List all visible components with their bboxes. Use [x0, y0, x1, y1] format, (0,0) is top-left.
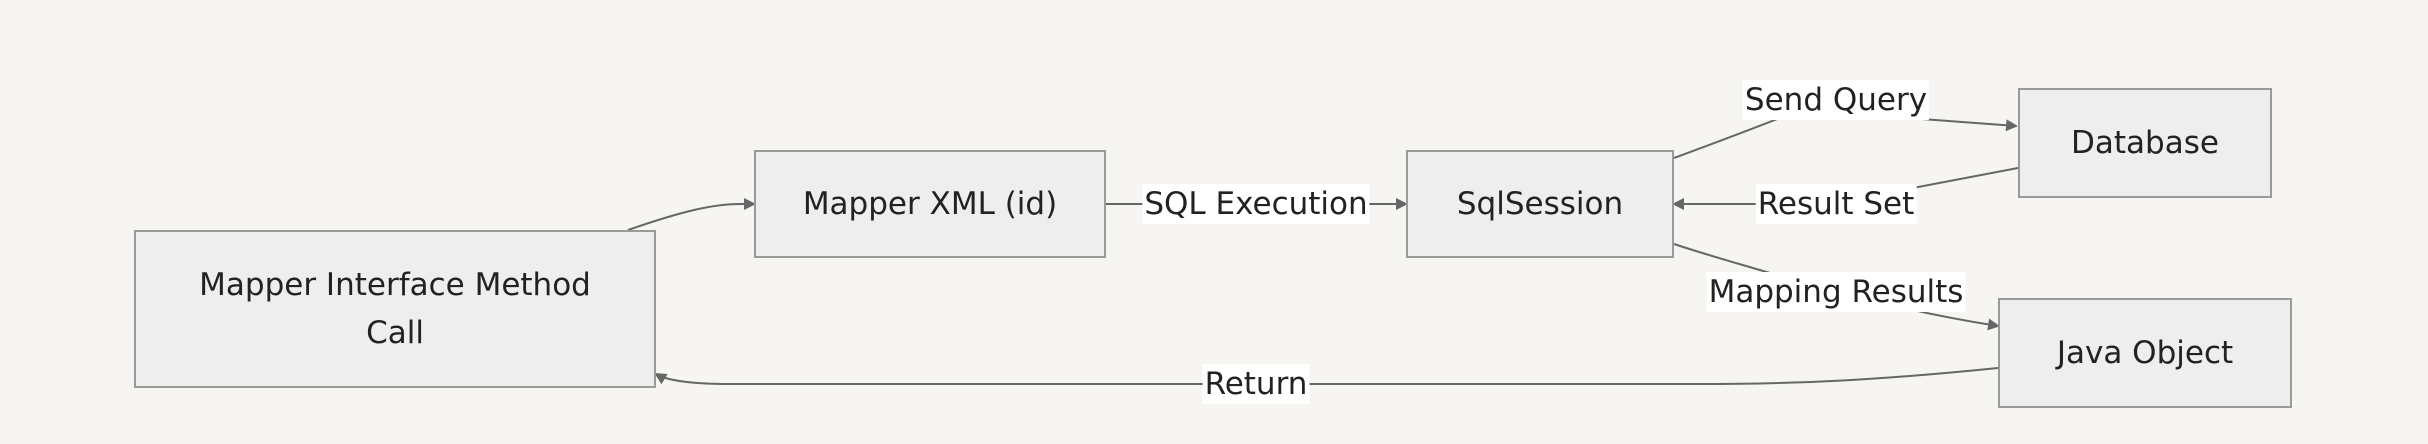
edge-label-send-query: Send Query — [1742, 80, 1930, 120]
edge-label-mapping-results: Mapping Results — [1706, 272, 1966, 312]
node-mapper-interface[interactable]: Mapper Interface Method Call — [134, 230, 656, 388]
edge-return — [654, 367, 1999, 385]
node-mapper-interface-label: Mapper Interface Method Call — [199, 267, 591, 351]
edge-label-sql-execution: SQL Execution — [1142, 184, 1370, 224]
node-mapper-xml[interactable]: Mapper XML (id) — [754, 150, 1106, 258]
node-sqlsession-label: SqlSession — [1456, 186, 1624, 222]
edge-call-to-xml — [627, 198, 756, 231]
node-sqlsession[interactable]: SqlSession — [1406, 150, 1674, 258]
node-database-label: Database — [2071, 125, 2219, 161]
edge-label-result-set: Result Set — [1755, 184, 1917, 224]
node-java-object[interactable]: Java Object — [1998, 298, 2292, 408]
node-java-object-label: Java Object — [2056, 335, 2234, 371]
node-database[interactable]: Database — [2018, 88, 2272, 198]
node-mapper-xml-label: Mapper XML (id) — [802, 186, 1058, 222]
edge-label-return: Return — [1202, 364, 1310, 404]
